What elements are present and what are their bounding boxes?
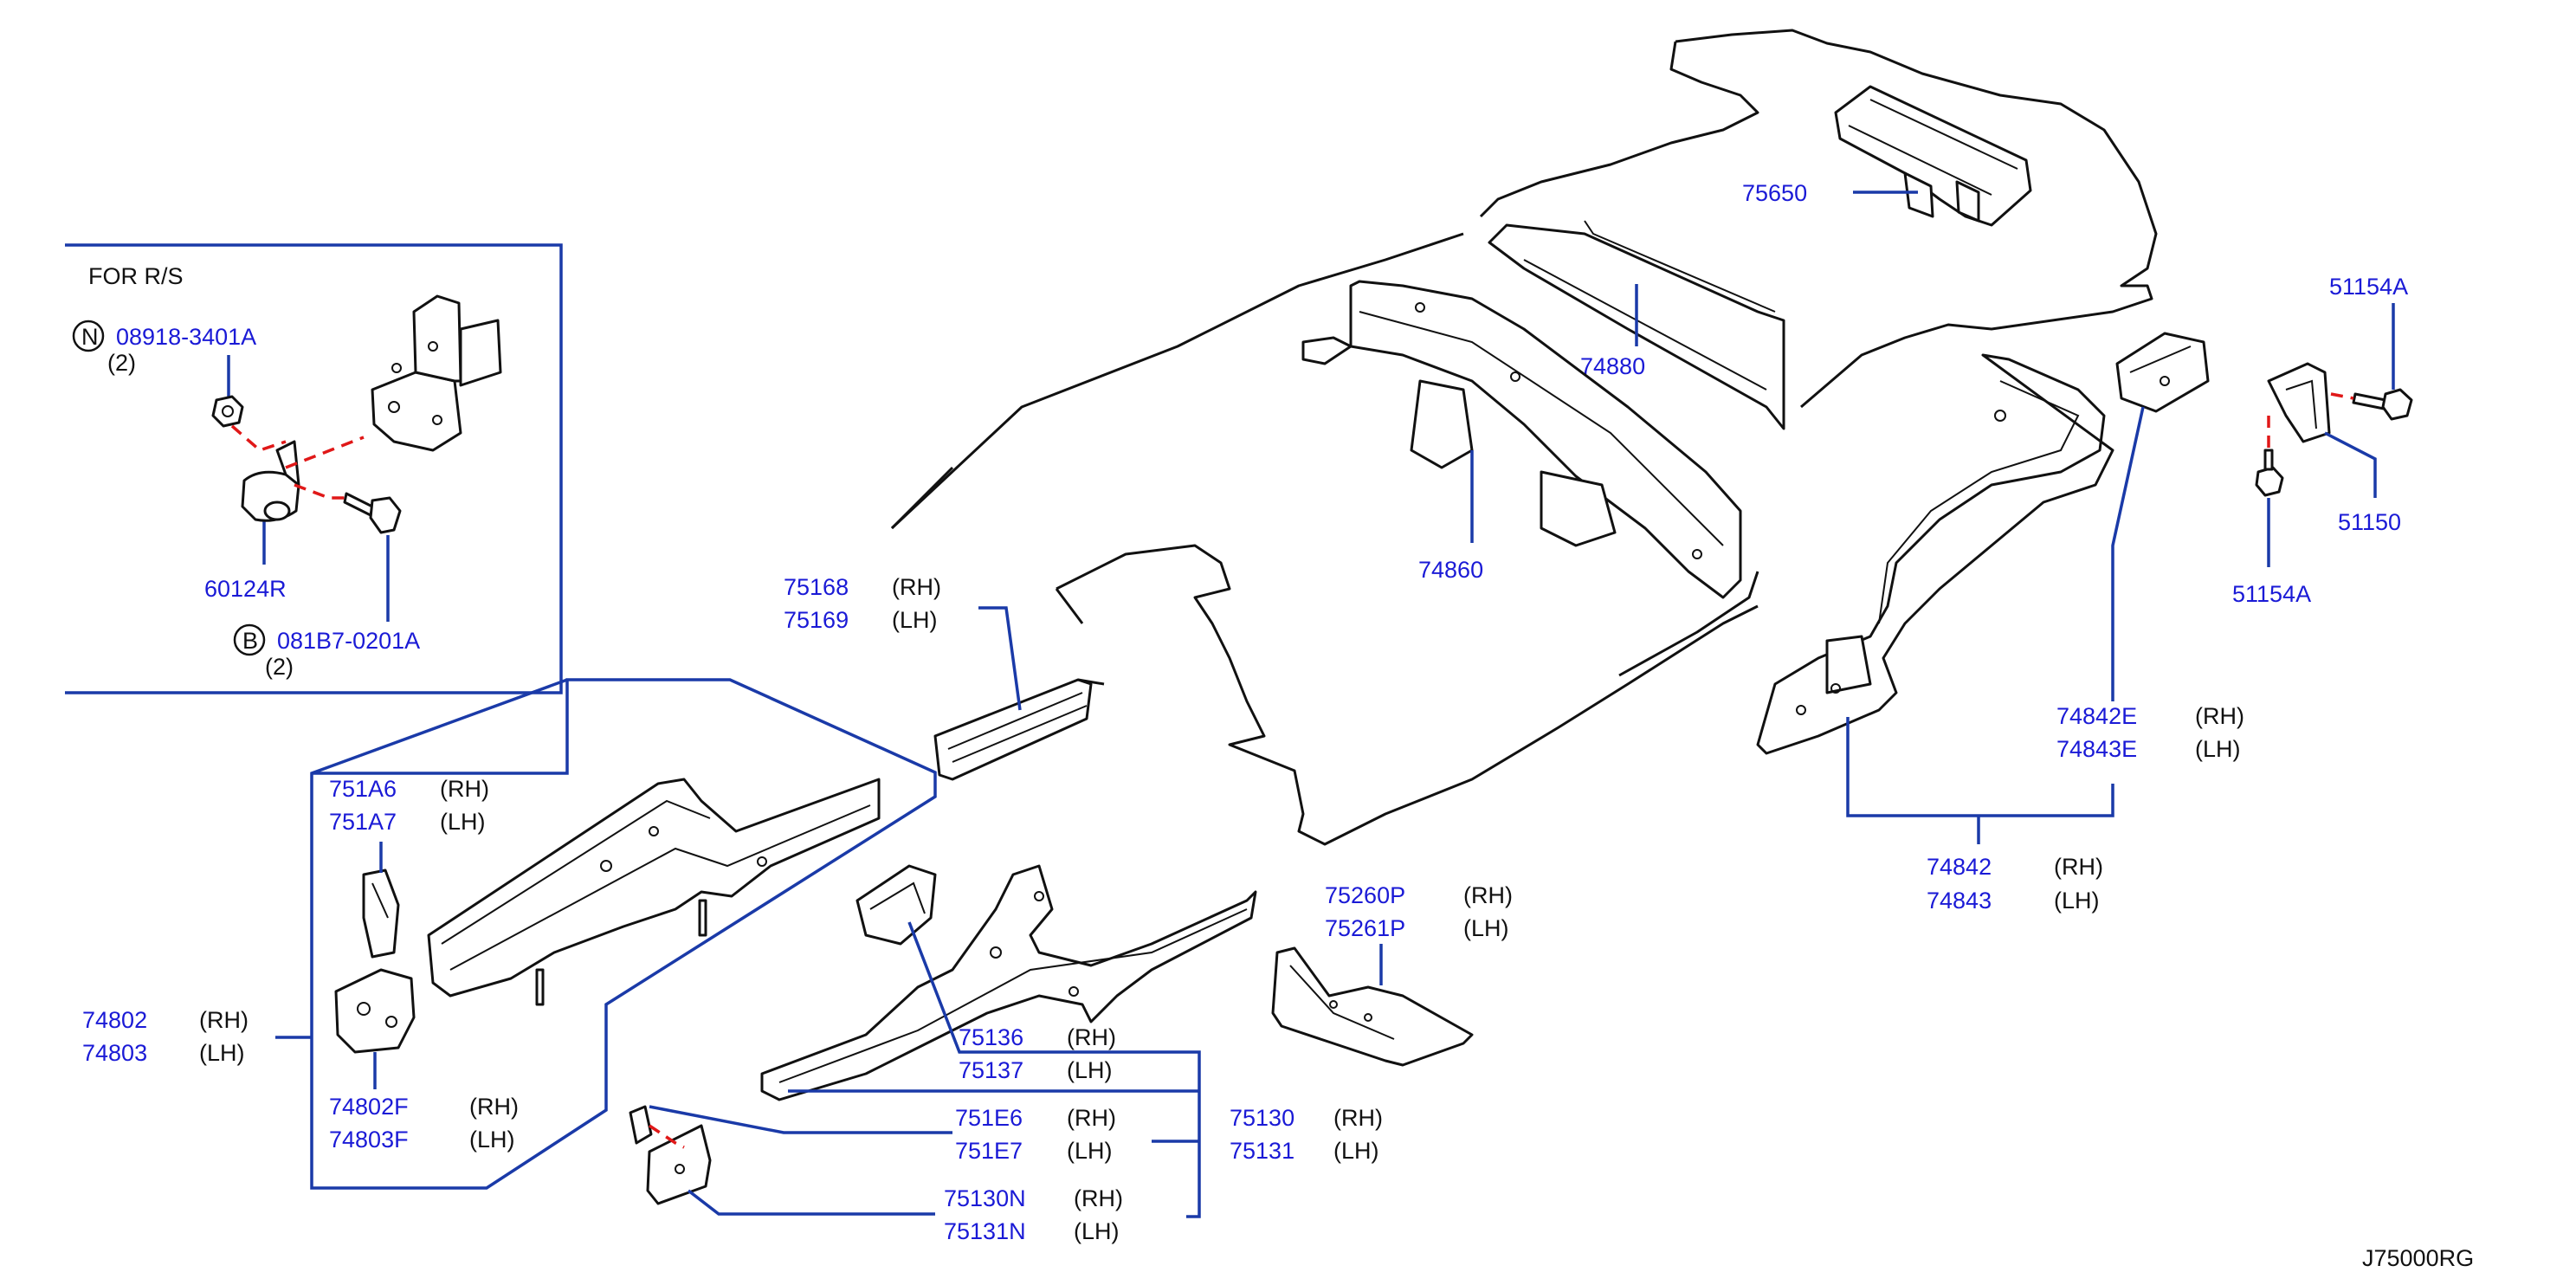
- side-74802F: (RH): [469, 1094, 519, 1120]
- side-751A6: (RH): [440, 776, 489, 802]
- inset-border: [65, 243, 563, 694]
- part-751A6-icon: [362, 869, 400, 959]
- label-75130N[interactable]: 75130N: [944, 1185, 1026, 1211]
- fastener-751E6: [649, 1124, 685, 1149]
- leader-75136: [907, 921, 1201, 1218]
- label-081B7-0201A[interactable]: 081B7-0201A: [277, 628, 420, 654]
- diagram-id: J75000RG: [2362, 1245, 2474, 1271]
- side-75131: (LH): [1333, 1138, 1379, 1164]
- bolt-51154A-top-icon: [2352, 388, 2413, 421]
- label-75650[interactable]: 75650: [1742, 180, 1807, 206]
- side-751A7: (LH): [440, 809, 486, 835]
- side-751E6: (RH): [1067, 1105, 1116, 1131]
- label-74842[interactable]: 74842: [1927, 854, 1992, 880]
- symbol-b-icon: [233, 623, 266, 656]
- label-51154A-bottom[interactable]: 51154A: [2232, 581, 2311, 607]
- leader-51150: [2324, 431, 2377, 498]
- label-74803[interactable]: 74803: [82, 1040, 147, 1066]
- part-751E6-icon: [629, 1105, 712, 1205]
- label-75130[interactable]: 75130: [1230, 1105, 1294, 1131]
- fastener-path-1: [230, 424, 287, 452]
- symbol-n-icon: [72, 320, 105, 352]
- fastener-path-2: [285, 436, 365, 469]
- label-75136[interactable]: 75136: [959, 1024, 1023, 1050]
- fastener-path-3: [294, 483, 346, 500]
- part-74842E-icon: [2115, 332, 2210, 413]
- leader-74842E: [2111, 406, 2145, 701]
- label-74880[interactable]: 74880: [1580, 353, 1645, 379]
- part-75168-icon: [933, 678, 1105, 781]
- side-75261P: (LH): [1463, 915, 1509, 941]
- side-74803F: (LH): [469, 1127, 515, 1153]
- label-74803F[interactable]: 74803F: [329, 1127, 409, 1153]
- side-75130N: (RH): [1074, 1185, 1123, 1211]
- part-74842-icon: [1756, 353, 2114, 755]
- insulator-60124R-icon: [241, 440, 300, 522]
- side-74843E: (LH): [2195, 736, 2241, 762]
- label-74860[interactable]: 74860: [1418, 557, 1483, 583]
- leader-75130N: [687, 1189, 935, 1216]
- label-08918-3401A[interactable]: 08918-3401A: [116, 324, 256, 350]
- side-74803: (LH): [199, 1040, 245, 1066]
- label-751E7[interactable]: 751E7: [955, 1138, 1023, 1164]
- label-51154A-top[interactable]: 51154A: [2329, 274, 2408, 300]
- qty-081B7-0201A: (2): [265, 654, 294, 680]
- label-74843E[interactable]: 74843E: [2056, 736, 2137, 762]
- floor-body-outline: [890, 29, 2158, 846]
- side-74842E: (RH): [2195, 703, 2244, 729]
- leader-75168: [978, 606, 1022, 711]
- side-74802: (RH): [199, 1007, 249, 1033]
- label-75131N[interactable]: 75131N: [944, 1218, 1026, 1244]
- nut-08918-icon: [211, 395, 244, 428]
- part-74802-icon: [427, 778, 881, 1006]
- label-51150[interactable]: 51150: [2338, 509, 2401, 535]
- side-75130: (RH): [1333, 1105, 1383, 1131]
- side-74843: (LH): [2054, 888, 2100, 914]
- label-751A6[interactable]: 751A6: [329, 776, 397, 802]
- label-74802F[interactable]: 74802F: [329, 1094, 409, 1120]
- side-75169: (LH): [892, 607, 938, 633]
- side-75168: (RH): [892, 574, 941, 600]
- part-75130-icon: [760, 864, 1257, 1101]
- qty-08918-3401A: (2): [107, 350, 136, 376]
- leader-74842: [1846, 717, 2114, 817]
- side-74842: (RH): [2054, 854, 2103, 880]
- label-75168[interactable]: 75168: [784, 574, 849, 600]
- label-75137[interactable]: 75137: [959, 1057, 1023, 1083]
- side-75137: (LH): [1067, 1057, 1113, 1083]
- part-75260P-icon: [1271, 946, 1474, 1067]
- side-75260P: (RH): [1463, 882, 1513, 908]
- bolt-081B7-icon: [343, 492, 402, 534]
- inset-for-rs: FOR R/S N 08918-3401A (2) B 081B7-0201A …: [65, 243, 563, 694]
- part-74860-icon: [1301, 280, 1742, 599]
- label-75131[interactable]: 75131: [1230, 1138, 1294, 1164]
- fastener-51154A-top: [2330, 392, 2354, 400]
- label-751A7[interactable]: 751A7: [329, 809, 397, 835]
- symbol-b-label: B: [242, 628, 258, 654]
- inset-title: FOR R/S: [88, 263, 184, 289]
- label-75261P[interactable]: 75261P: [1325, 915, 1405, 941]
- side-751E7: (LH): [1067, 1138, 1113, 1164]
- bolt-51154A-bottom-icon: [2255, 449, 2284, 497]
- box-74802: [310, 678, 937, 1190]
- label-74802[interactable]: 74802: [82, 1007, 147, 1033]
- label-60124R[interactable]: 60124R: [204, 576, 287, 602]
- mount-bracket-icon: [371, 294, 502, 452]
- leader-751E6: [649, 1105, 952, 1134]
- part-75650-icon: [1834, 85, 2032, 227]
- label-74843[interactable]: 74843: [1927, 888, 1992, 914]
- part-74802F-icon: [334, 968, 416, 1054]
- label-75169[interactable]: 75169: [784, 607, 849, 633]
- part-51150-icon: [2267, 362, 2331, 443]
- label-751E6[interactable]: 751E6: [955, 1105, 1023, 1131]
- side-75136: (RH): [1067, 1024, 1116, 1050]
- label-74842E[interactable]: 74842E: [2056, 703, 2137, 729]
- side-75131N: (LH): [1074, 1218, 1120, 1244]
- symbol-n-label: N: [81, 324, 99, 350]
- label-75260P[interactable]: 75260P: [1325, 882, 1405, 908]
